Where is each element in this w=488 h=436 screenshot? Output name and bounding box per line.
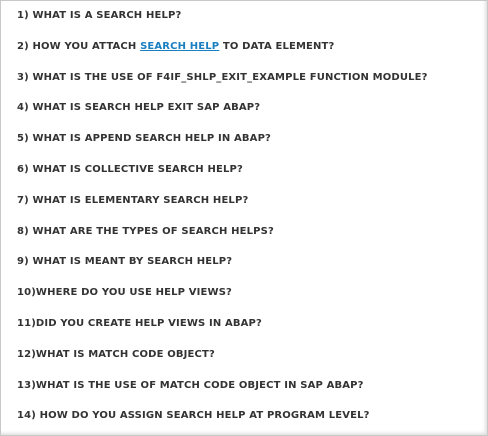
question-text: 8) WHAT ARE THE TYPES OF SEARCH HELPS?	[17, 225, 274, 237]
question-item: 4) WHAT IS SEARCH HELP EXIT SAP ABAP?	[17, 99, 481, 130]
question-text-after-link: TO DATA ELEMENT?	[219, 40, 335, 52]
question-item: 9) WHAT IS MEANT BY SEARCH HELP?	[17, 253, 481, 284]
question-item: 2) HOW YOU ATTACH SEARCH HELP TO DATA EL…	[17, 38, 481, 69]
question-item: 3) WHAT IS THE USE OF F4IF_SHLP_EXIT_EXA…	[17, 69, 481, 100]
question-text: 10)WHERE DO YOU USE HELP VIEWS?	[17, 287, 232, 299]
question-text: 3) WHAT IS THE USE OF F4IF_SHLP_EXIT_EXA…	[17, 71, 428, 83]
question-text-before-link: 2) HOW YOU ATTACH	[17, 40, 141, 52]
question-item: 14) HOW DO YOU ASSIGN SEARCH HELP AT PRO…	[17, 407, 481, 435]
question-item: 8) WHAT ARE THE TYPES OF SEARCH HELPS?	[17, 223, 481, 254]
question-text: 7) WHAT IS ELEMENTARY SEARCH HELP?	[17, 194, 249, 206]
question-text: 1) WHAT IS A SEARCH HELP?	[17, 10, 182, 21]
question-text: 4) WHAT IS SEARCH HELP EXIT SAP ABAP?	[17, 102, 261, 114]
question-text: 12)WHAT IS MATCH CODE OBJECT?	[17, 348, 215, 360]
question-item: 6) WHAT IS COLLECTIVE SEARCH HELP?	[17, 161, 481, 192]
question-text: 14) HOW DO YOU ASSIGN SEARCH HELP AT PRO…	[17, 410, 370, 422]
question-text: 11)DID YOU CREATE HELP VIEWS IN ABAP?	[17, 317, 262, 329]
question-item: 7) WHAT IS ELEMENTARY SEARCH HELP?	[17, 192, 481, 223]
search-help-link[interactable]: SEARCH HELP	[140, 40, 220, 52]
question-item: 10)WHERE DO YOU USE HELP VIEWS?	[17, 284, 481, 315]
question-list: 1) WHAT IS A SEARCH HELP? 2) HOW YOU ATT…	[17, 7, 481, 435]
question-text: 5) WHAT IS APPEND SEARCH HELP IN ABAP?	[17, 133, 272, 145]
question-item: 11)DID YOU CREATE HELP VIEWS IN ABAP?	[17, 315, 481, 346]
question-text: 9) WHAT IS MEANT BY SEARCH HELP?	[17, 256, 233, 268]
question-text: 13)WHAT IS THE USE OF MATCH CODE OBJECT …	[17, 379, 364, 391]
question-text: 6) WHAT IS COLLECTIVE SEARCH HELP?	[17, 163, 243, 175]
question-item: 1) WHAT IS A SEARCH HELP?	[17, 7, 481, 38]
question-item: 12)WHAT IS MATCH CODE OBJECT?	[17, 346, 481, 377]
question-item: 5) WHAT IS APPEND SEARCH HELP IN ABAP?	[17, 130, 481, 161]
question-item: 13)WHAT IS THE USE OF MATCH CODE OBJECT …	[17, 377, 481, 408]
